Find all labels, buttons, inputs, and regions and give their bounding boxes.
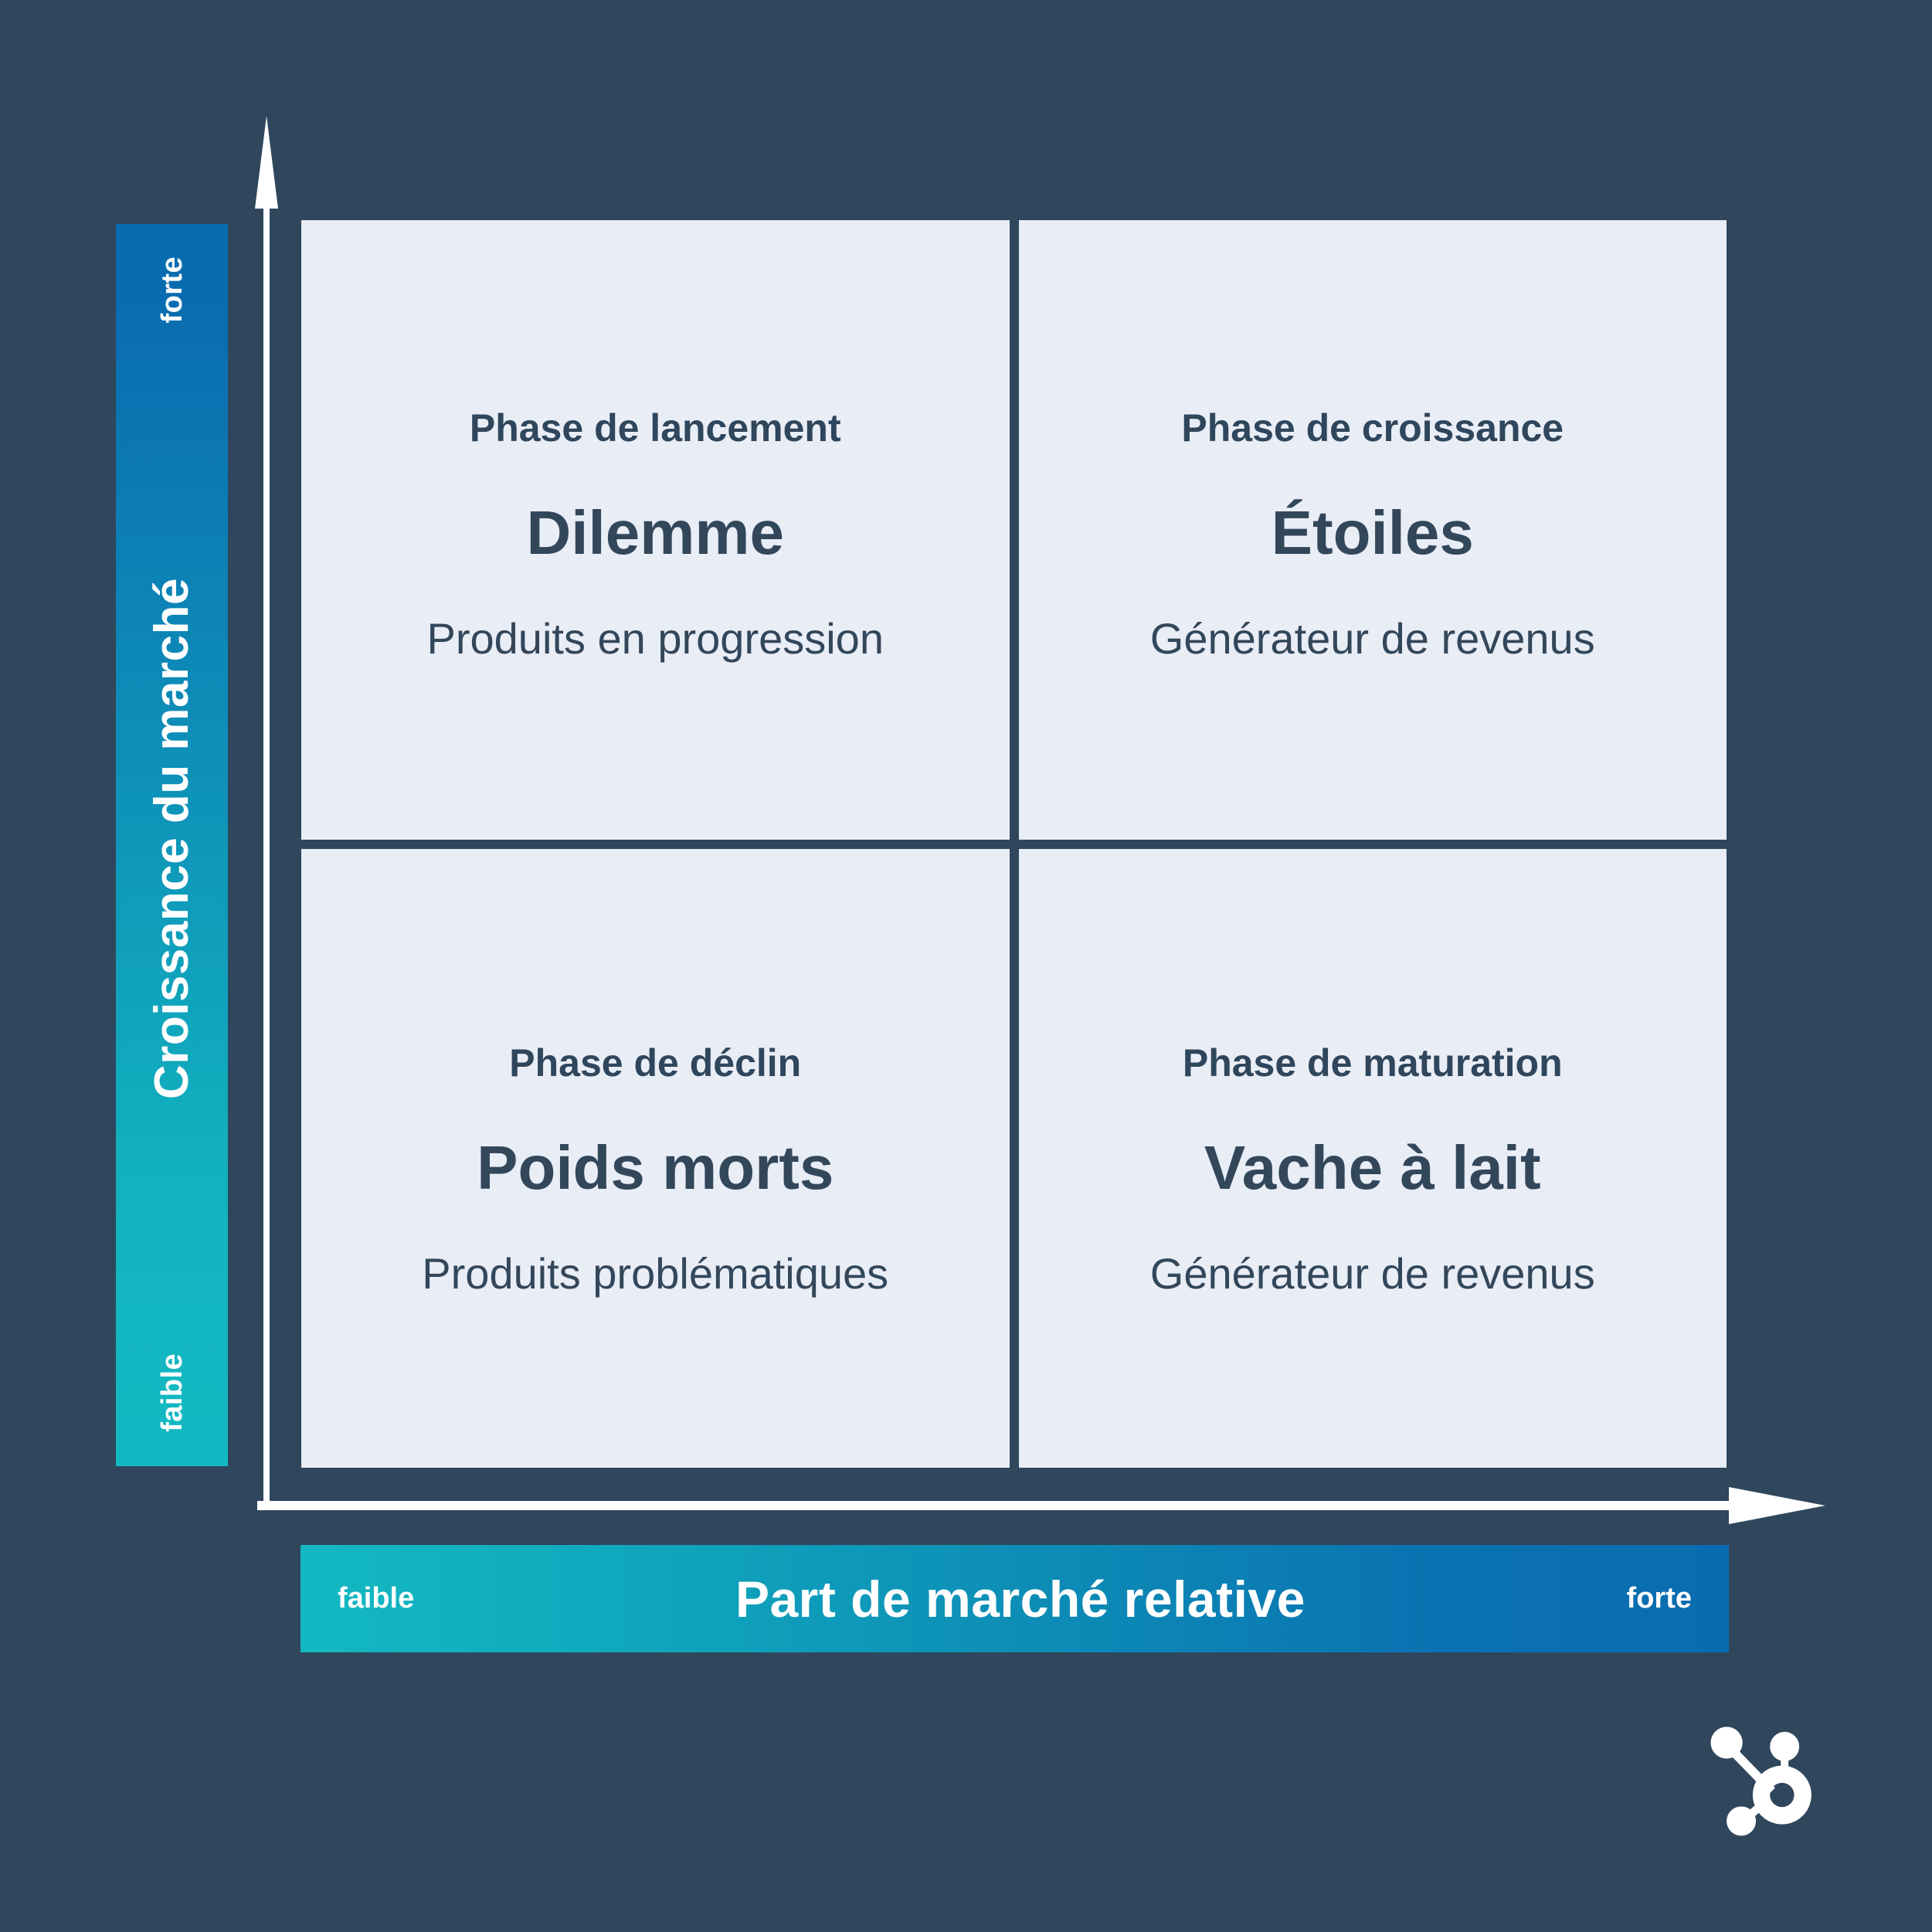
horizontal-divider-left [301, 839, 1010, 849]
x-axis-arrow-icon [257, 1487, 1825, 1524]
quadrant-grid: Phase de lancement Dilemme Produits en p… [301, 220, 1727, 1468]
y-axis-arrow-icon [255, 116, 278, 1510]
horizontal-divider-right [1018, 839, 1727, 849]
x-axis-title: Part de marché relative [735, 1570, 1306, 1628]
quadrant-title: Vache à lait [1204, 1132, 1541, 1202]
quadrant-phase-label: Phase de lancement [469, 406, 841, 450]
y-axis-title: Croissance du marché [144, 577, 199, 1099]
quadrant-top-left[interactable]: Phase de lancement Dilemme Produits en p… [301, 220, 1010, 840]
quadrant-description: Produits problématiques [422, 1248, 889, 1298]
hubspot-sprocket-logo-icon [1710, 1727, 1811, 1836]
x-axis-low-label: faible [338, 1582, 415, 1615]
vertical-divider-top [1009, 220, 1019, 840]
vertical-divider-bottom [1009, 848, 1019, 1468]
quadrant-title: Dilemme [526, 498, 784, 568]
quadrant-phase-label: Phase de maturation [1182, 1041, 1563, 1085]
y-axis-gradient-bar: forte Croissance du marché faible [116, 224, 228, 1466]
y-axis-high-label: forte [155, 256, 188, 324]
quadrant-title: Étoiles [1271, 498, 1474, 568]
quadrant-phase-label: Phase de déclin [509, 1041, 802, 1085]
quadrant-phase-label: Phase de croissance [1181, 406, 1564, 450]
quadrant-bottom-left[interactable]: Phase de déclin Poids morts Produits pro… [301, 848, 1010, 1468]
quadrant-description: Générateur de revenus [1149, 1248, 1595, 1298]
y-axis-low-label: faible [155, 1353, 188, 1432]
divider-center-cross [1009, 839, 1019, 849]
quadrant-title: Poids morts [477, 1132, 834, 1202]
quadrant-description: Générateur de revenus [1149, 614, 1595, 664]
quadrant-bottom-right[interactable]: Phase de maturation Vache à lait Générat… [1018, 848, 1727, 1468]
x-axis-high-label: forte [1626, 1582, 1692, 1615]
x-axis-gradient-bar: faible Part de marché relative forte [300, 1545, 1729, 1652]
quadrant-description: Produits en progression [426, 614, 884, 664]
quadrant-top-right[interactable]: Phase de croissance Étoiles Générateur d… [1018, 220, 1727, 840]
